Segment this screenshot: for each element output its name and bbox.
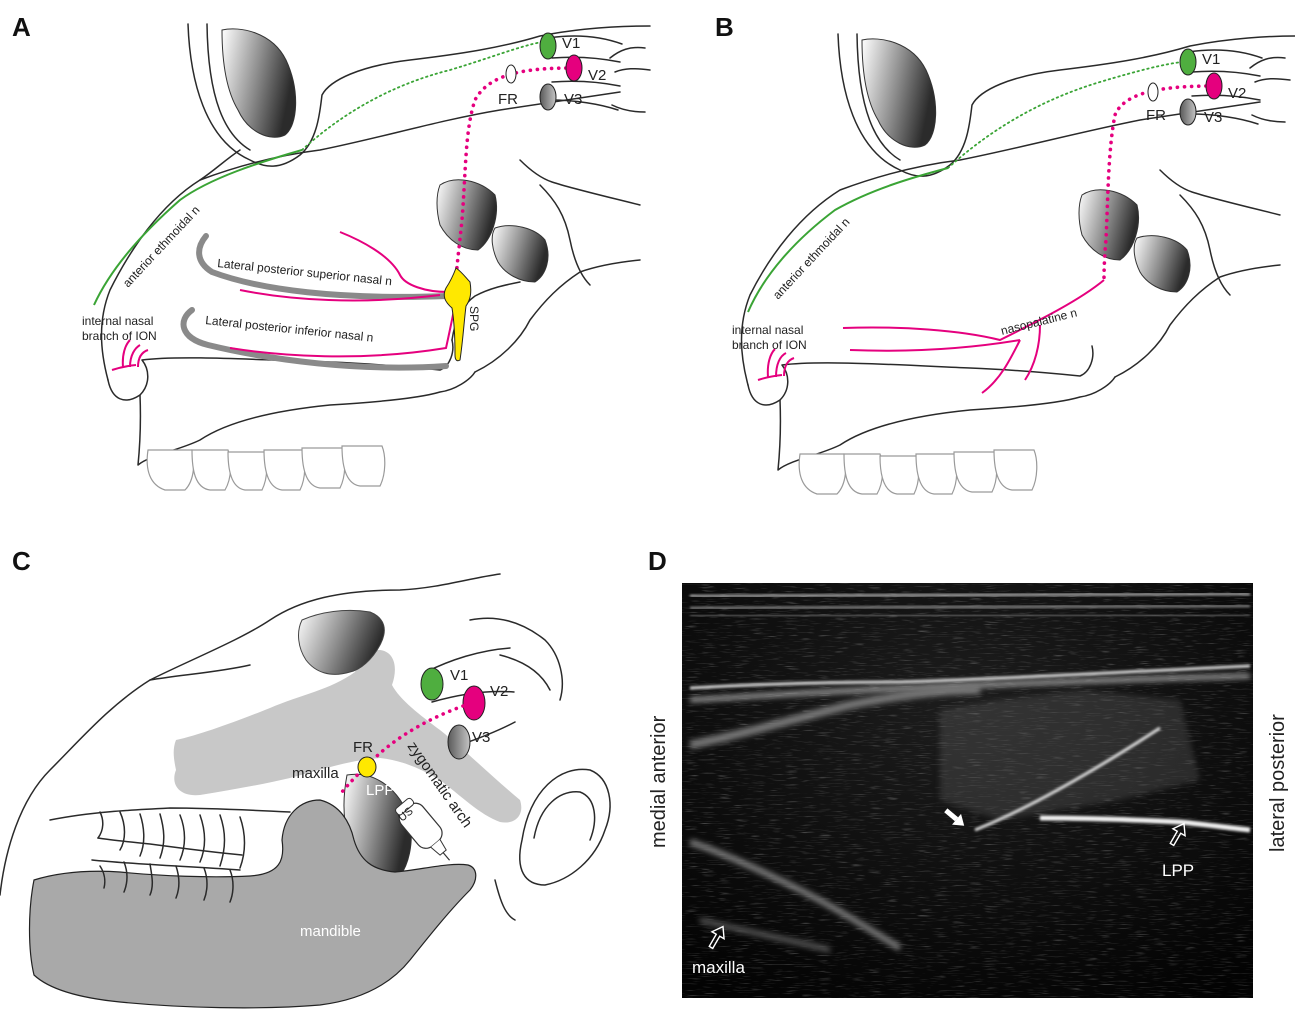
panel-d: D LPP maxilla	[648, 546, 1289, 998]
v3-root	[448, 725, 470, 759]
lateral-posterior-inferior-label: Lateral posterior inferior nasal n	[205, 313, 374, 345]
v1-label: V1	[1202, 51, 1220, 68]
panel-d-label: D	[648, 546, 667, 576]
internal-nasal-label-line2: branch of ION	[732, 338, 807, 352]
panel-c-label: C	[12, 546, 31, 576]
v3-label: V3	[1204, 109, 1222, 126]
skull-outline	[520, 769, 610, 885]
sphenoid-sinus-shape	[492, 226, 548, 282]
sphenoid-sinus-shape	[1134, 236, 1190, 292]
foramen-rotundum	[506, 65, 516, 83]
panel-b-label: B	[715, 12, 734, 42]
panel-c: C US	[0, 546, 610, 1008]
v1-root	[421, 668, 443, 700]
foramen-rotundum	[1148, 83, 1158, 101]
skull-outline	[50, 808, 290, 820]
skull-outline	[748, 346, 1093, 405]
maxillary-teeth	[799, 450, 1037, 494]
lpp-label: LPP	[1162, 861, 1194, 880]
panel-b: B V1 V2 V3 FR	[715, 12, 1295, 494]
v1-root	[540, 33, 556, 59]
internal-nasal-branch	[112, 340, 148, 370]
v1-root	[1180, 49, 1196, 75]
skull-outline	[200, 150, 240, 180]
skull-outline	[470, 618, 562, 700]
panel-a-label: A	[12, 12, 31, 42]
panel-a: A	[12, 12, 650, 490]
skull-outline	[1250, 57, 1290, 122]
skull-outline	[495, 880, 515, 920]
sphenoid-sinus-shape	[437, 180, 496, 250]
skull-outline	[520, 160, 640, 205]
fr-label: FR	[353, 739, 373, 756]
v2-label: V2	[1228, 85, 1246, 102]
fr-label: FR	[498, 91, 518, 108]
internal-nasal-label-line2: branch of ION	[82, 329, 157, 343]
maxillary-teeth	[147, 446, 385, 490]
v1-label: V1	[450, 667, 468, 684]
v2-root	[566, 55, 582, 81]
spg-label: SPG	[467, 306, 481, 331]
internal-nasal-label-line1: internal nasal	[732, 323, 803, 337]
skull-outline	[1115, 265, 1280, 377]
nasopalatine-nerve	[843, 280, 1104, 393]
skull-outline	[1160, 170, 1280, 215]
skull-outline	[610, 47, 650, 112]
frontal-sinus-shape	[222, 29, 296, 137]
mandible-label: mandible	[300, 923, 361, 940]
maxilla-label: maxilla	[692, 958, 745, 977]
skull-outline	[475, 260, 640, 372]
v3-root	[540, 84, 556, 110]
v3-label: V3	[564, 91, 582, 108]
medial-anterior-label: medial anterior	[648, 715, 670, 848]
skull-outline	[534, 792, 595, 840]
v2-label: V2	[490, 683, 508, 700]
lateral-posterior-label: lateral posterior	[1267, 714, 1289, 852]
frontal-sinus-shape	[862, 39, 936, 147]
v3-label: V3	[472, 729, 490, 746]
v1-label: V1	[562, 35, 580, 52]
v2-root	[463, 686, 485, 720]
skull-outline	[540, 185, 590, 285]
lpp-label: LPP	[366, 782, 394, 799]
fr-label: FR	[1146, 107, 1166, 124]
maxilla-label: maxilla	[292, 765, 339, 782]
internal-nasal-label-line1: internal nasal	[82, 314, 153, 328]
v2-root	[1206, 73, 1222, 99]
v3-root	[1180, 99, 1196, 125]
spg-ganglion	[444, 268, 471, 361]
fr-marker	[358, 757, 376, 777]
v2-label: V2	[588, 67, 606, 84]
